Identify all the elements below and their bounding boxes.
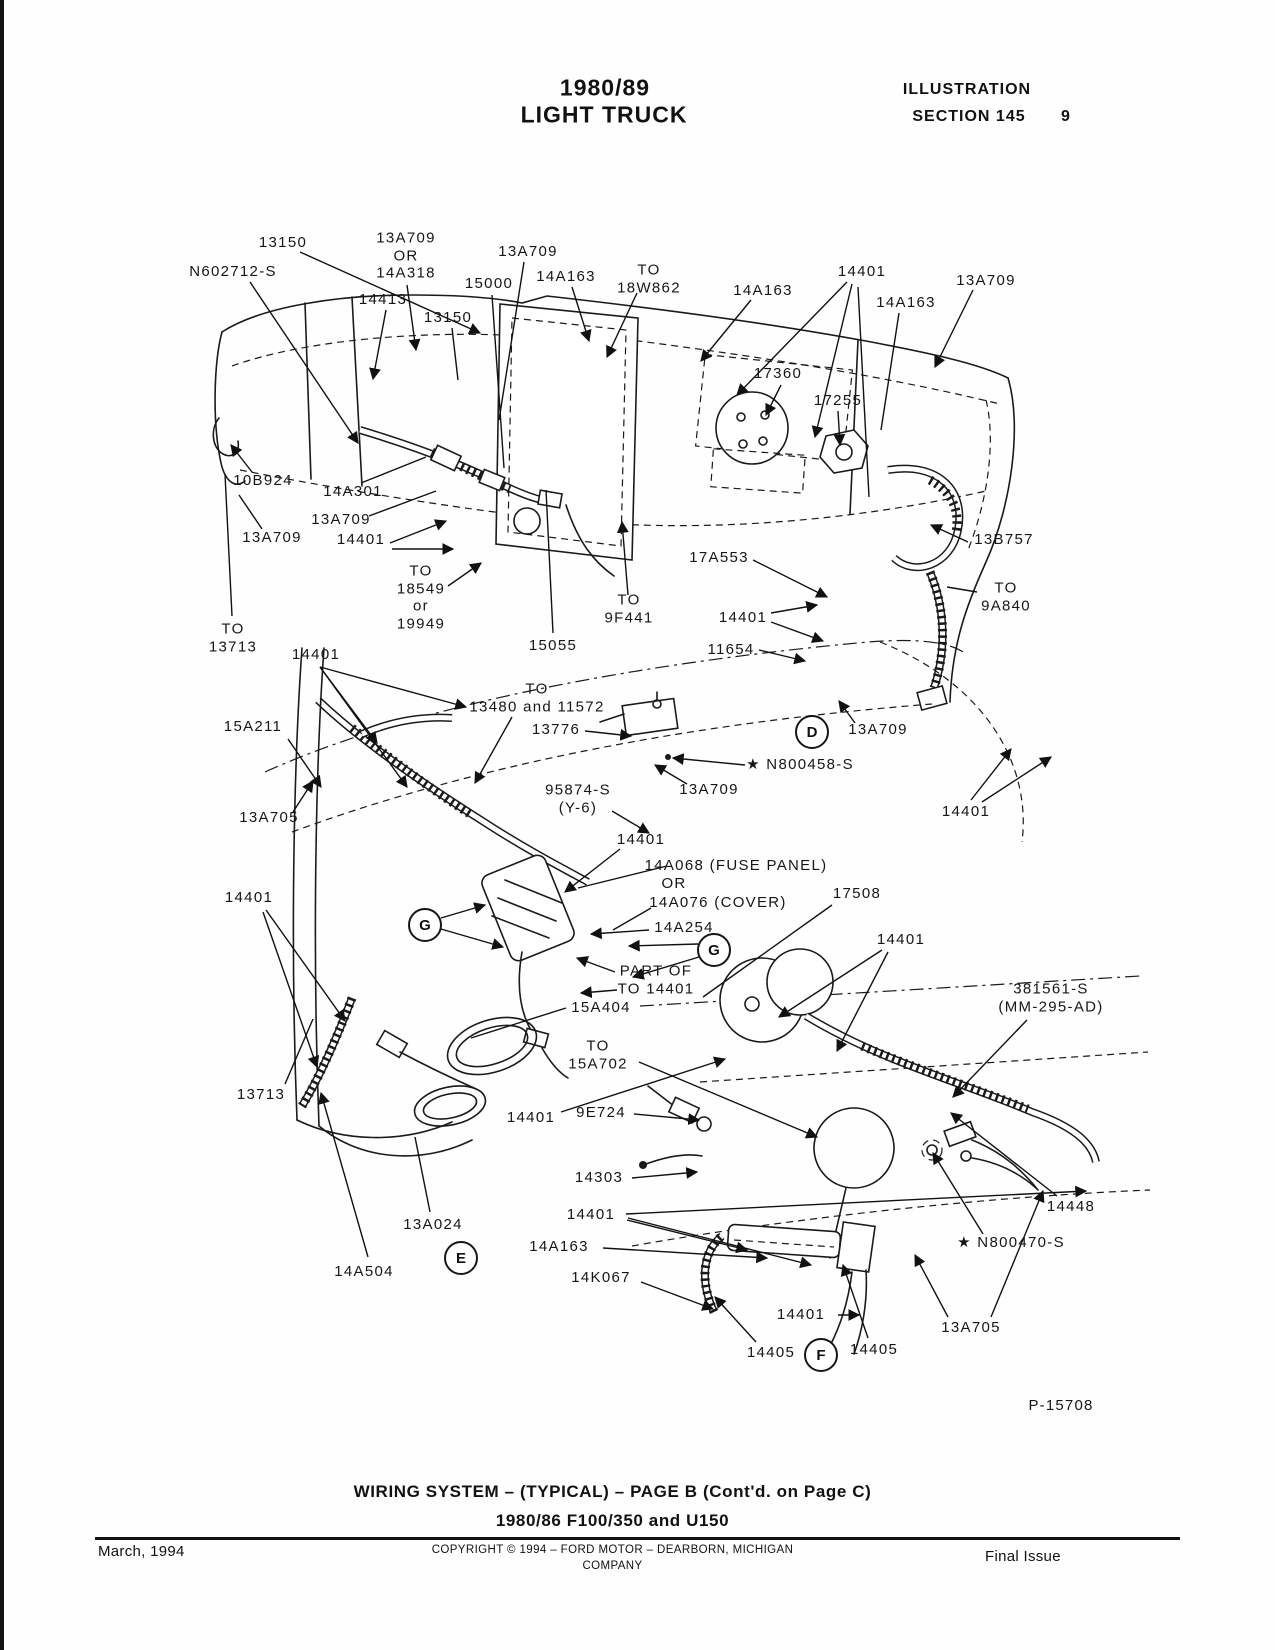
part-callout: 14A076 (COVER): [649, 894, 787, 912]
part-callout: TO 15A702: [568, 1037, 628, 1072]
part-callout: 10B924: [233, 472, 293, 490]
part-callout: 17255: [813, 392, 863, 410]
figure-number: P-15708: [1028, 1397, 1094, 1415]
part-callout: TO 9A840: [981, 579, 1031, 614]
footer-date: March, 1994: [98, 1543, 185, 1560]
detail-view-marker-e: E: [444, 1241, 478, 1275]
part-callout: 13A709: [498, 243, 558, 261]
part-callout: 381561-S (MM-295-AD): [998, 980, 1104, 1015]
part-callout: 13A709 OR 14A318: [376, 229, 436, 282]
part-callout: 13150: [423, 309, 473, 327]
footer-company: COMPANY: [582, 1560, 643, 1572]
part-callout: 17A553: [689, 549, 749, 567]
part-callout: 14A163: [876, 294, 936, 312]
part-callout: OR: [661, 875, 687, 893]
part-callout: 14401: [336, 531, 386, 549]
header-illustration-label: ILLUSTRATION: [902, 81, 1032, 98]
part-callout: 15055: [528, 637, 578, 655]
part-callout: 14401: [566, 1206, 616, 1224]
part-callout: 95874-S (Y-6): [545, 781, 611, 816]
part-callout: N602712-S: [189, 263, 277, 281]
detail-view-marker-g1: G: [408, 908, 442, 942]
scan-edge-artifact: [0, 0, 4, 1650]
part-callout: 13713: [236, 1086, 286, 1104]
part-callout: 14401: [776, 1306, 826, 1324]
part-callout: 11654: [707, 641, 755, 659]
part-callout: 14405: [746, 1344, 796, 1362]
part-callout: 14K067: [571, 1269, 631, 1287]
part-callout: 14A068 (FUSE PANEL): [644, 857, 828, 875]
part-callout: 14A163: [536, 268, 596, 286]
part-callout: TO 13480 and 11572: [469, 680, 605, 715]
part-callout: PART OF TO 14401: [617, 962, 695, 997]
cowl-and-floor: [264, 639, 1024, 1079]
part-callout: ★ N800470-S: [957, 1234, 1065, 1252]
part-callout: 14401: [291, 646, 341, 664]
figure-caption-line2: 1980/86 F100/350 and U150: [495, 1511, 730, 1530]
part-callout: 14303: [574, 1169, 624, 1187]
figure-caption-line1: WIRING SYSTEM – (TYPICAL) – PAGE B (Cont…: [353, 1482, 872, 1501]
part-callout: TO 18549 or 19949: [396, 562, 446, 633]
part-callout: 14401: [941, 803, 991, 821]
part-callout: 13B757: [974, 531, 1034, 549]
part-callout: 14A163: [733, 282, 793, 300]
part-callout: 13A709: [679, 781, 739, 799]
page-title-years: 1980/89: [559, 74, 651, 101]
part-callout: 13A709: [848, 721, 908, 739]
part-callout: 14A504: [334, 1263, 394, 1281]
part-callout: 14448: [1046, 1198, 1096, 1216]
part-callout: 13A024: [403, 1216, 463, 1234]
detail-view-marker-d: D: [795, 715, 829, 749]
detail-view-marker-f: F: [804, 1338, 838, 1372]
part-callout: 14401: [224, 889, 274, 907]
footer-divider: [95, 1537, 1180, 1540]
footer-issue: Final Issue: [985, 1548, 1061, 1565]
part-callout: 14401: [876, 931, 926, 949]
detail-view-marker-g2: G: [697, 933, 731, 967]
header-section-label: SECTION 145: [912, 108, 1026, 125]
part-callout: 14405: [849, 1341, 899, 1359]
part-callout: 14A254: [654, 919, 714, 937]
leader-lines: [224, 251, 1088, 1343]
part-callout: 13A709: [311, 511, 371, 529]
part-callout: TO 18W862: [617, 261, 681, 296]
part-callout: 14A163: [529, 1238, 589, 1256]
header-page-number: 9: [1061, 108, 1071, 125]
part-callout: 15000: [464, 275, 514, 293]
part-callout: TO 13713: [208, 620, 258, 655]
dash-assembly: [212, 294, 1016, 712]
page-title-model: LIGHT TRUCK: [520, 101, 688, 128]
part-callout: 14401: [718, 609, 768, 627]
part-callout: 13A709: [956, 272, 1016, 290]
left-pillar-and-sill: [292, 647, 487, 1157]
part-callout: 14401: [616, 831, 666, 849]
part-callout: 15A404: [571, 999, 631, 1017]
part-callout: 14401: [837, 263, 887, 281]
part-callout: 14401: [506, 1109, 556, 1127]
part-callout: 13A709: [242, 529, 302, 547]
part-callout: 9E724: [576, 1104, 626, 1122]
floor-pan-right: [631, 948, 1151, 1355]
part-callout: ★ N800458-S: [746, 756, 854, 774]
footer-copyright: COPYRIGHT © 1994 – FORD MOTOR – DEARBORN…: [431, 1544, 794, 1556]
part-callout: 13776: [531, 721, 581, 739]
part-callout: 14413: [358, 291, 408, 309]
part-callout: 13A705: [239, 809, 299, 827]
part-callout: 17508: [832, 885, 882, 903]
part-callout: 13150: [258, 234, 308, 252]
part-callout: 15A211: [223, 718, 283, 736]
part-callout: 14A301: [323, 483, 383, 501]
part-callout: 17360: [753, 365, 803, 383]
part-callout: TO 9F441: [604, 591, 654, 626]
part-callout: 13A705: [941, 1319, 1001, 1337]
